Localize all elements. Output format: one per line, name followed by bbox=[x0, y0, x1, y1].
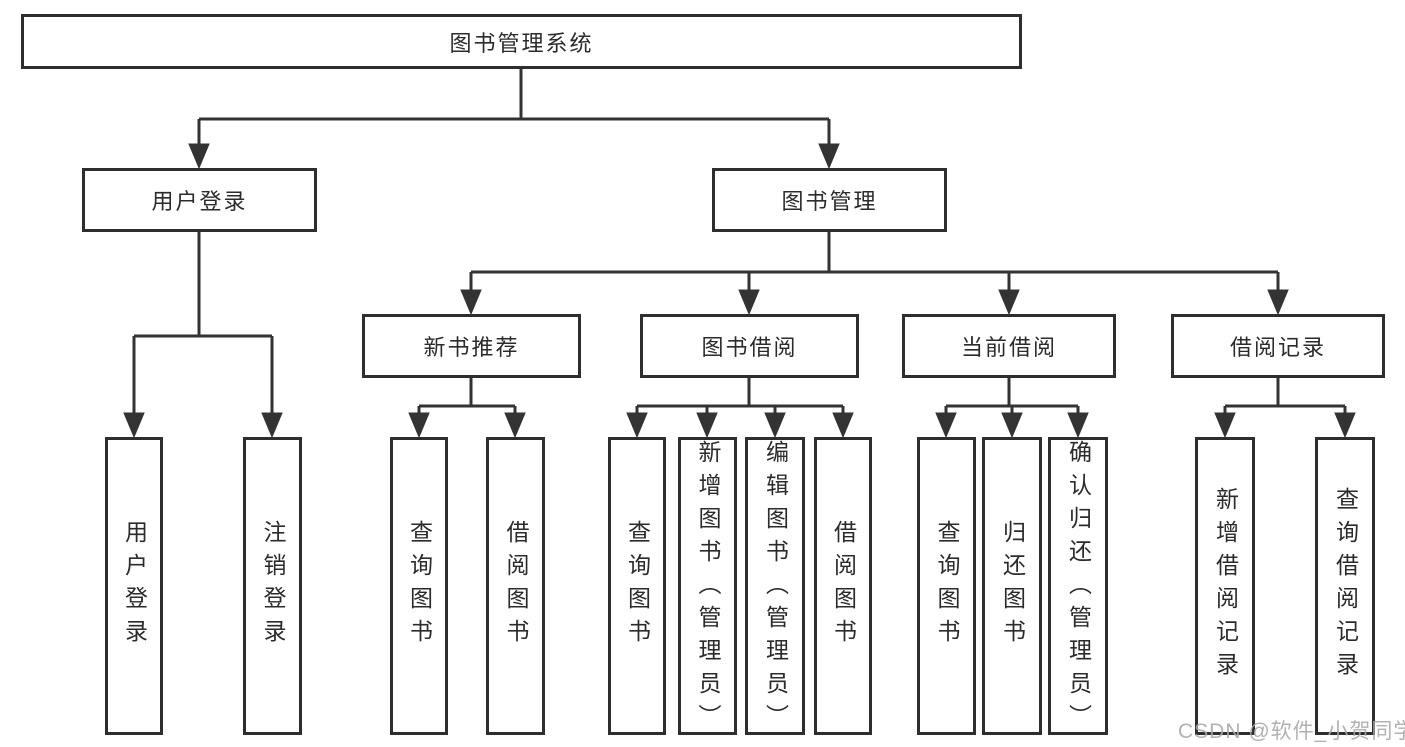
node-borrow-records: 借阅记录 bbox=[1171, 314, 1385, 378]
connector-bookborrow-to-leaves bbox=[626, 378, 854, 439]
leaf-borrow-books-1: 借阅图书 bbox=[486, 437, 545, 735]
leaf-add-book-admin: 新增图书（管理员） bbox=[678, 437, 737, 737]
connector-root-to-level2 bbox=[188, 69, 840, 170]
node-library-system: 图书管理系统 bbox=[21, 14, 1022, 69]
node-current-borrow: 当前借阅 bbox=[902, 314, 1116, 378]
node-label: 用户登录 bbox=[151, 189, 248, 214]
connector-borrowrecord-to-leaves bbox=[1214, 378, 1356, 439]
connector-bookmgmt-to-level3 bbox=[460, 232, 1289, 316]
leaf-label: 注销登录 bbox=[260, 520, 286, 652]
node-label: 图书管理 bbox=[781, 189, 878, 214]
leaf-label: 用户登录 bbox=[121, 520, 148, 652]
leaf-user-login: 用户登录 bbox=[105, 437, 163, 735]
node-user-login: 用户登录 bbox=[82, 168, 317, 232]
connector-newbook-to-leaves bbox=[408, 378, 526, 439]
leaf-confirm-return-admin: 确认归还（管理员） bbox=[1048, 437, 1108, 737]
node-book-management: 图书管理 bbox=[712, 168, 947, 232]
leaf-label: 新增借阅记录 bbox=[1212, 487, 1239, 685]
leaf-add-borrow-record: 新增借阅记录 bbox=[1195, 437, 1255, 735]
leaf-label: 归还图书 bbox=[999, 520, 1026, 652]
leaf-label: 编辑图书（管理员） bbox=[762, 440, 789, 737]
node-label: 当前借阅 bbox=[960, 335, 1057, 360]
node-label: 图书管理系统 bbox=[449, 30, 594, 56]
node-book-borrow: 图书借阅 bbox=[640, 314, 859, 378]
leaf-label: 查询借阅记录 bbox=[1332, 487, 1359, 685]
leaf-logout: 注销登录 bbox=[243, 437, 302, 735]
leaf-label: 借阅图书 bbox=[503, 520, 529, 652]
leaf-return-book: 归还图书 bbox=[982, 437, 1042, 735]
leaf-label: 确认归还（管理员） bbox=[1065, 440, 1092, 737]
leaf-query-books-1: 查询图书 bbox=[390, 437, 448, 735]
node-label: 新书推荐 bbox=[423, 335, 520, 360]
watermark-csdn: CSDN @软件_小贺同学 bbox=[1178, 720, 1405, 743]
node-label: 图书借阅 bbox=[701, 335, 798, 360]
leaf-label: 查询图书 bbox=[624, 520, 651, 652]
node-new-book-recommend: 新书推荐 bbox=[362, 314, 581, 378]
leaf-borrow-books-2: 借阅图书 bbox=[814, 437, 872, 735]
node-label: 借阅记录 bbox=[1229, 335, 1326, 360]
leaf-label: 查询图书 bbox=[406, 520, 433, 652]
leaf-edit-book-admin: 编辑图书（管理员） bbox=[745, 437, 805, 737]
leaf-query-books-2: 查询图书 bbox=[608, 437, 666, 735]
leaf-label: 借阅图书 bbox=[830, 520, 857, 652]
connector-currentborrow-to-leaves bbox=[935, 378, 1089, 439]
connector-userlogin-to-leaves bbox=[123, 232, 283, 439]
leaf-label: 新增图书（管理员） bbox=[695, 440, 721, 737]
leaf-query-books-3: 查询图书 bbox=[917, 437, 976, 735]
leaf-query-borrow-record: 查询借阅记录 bbox=[1315, 437, 1375, 735]
leaf-label: 查询图书 bbox=[934, 520, 960, 652]
